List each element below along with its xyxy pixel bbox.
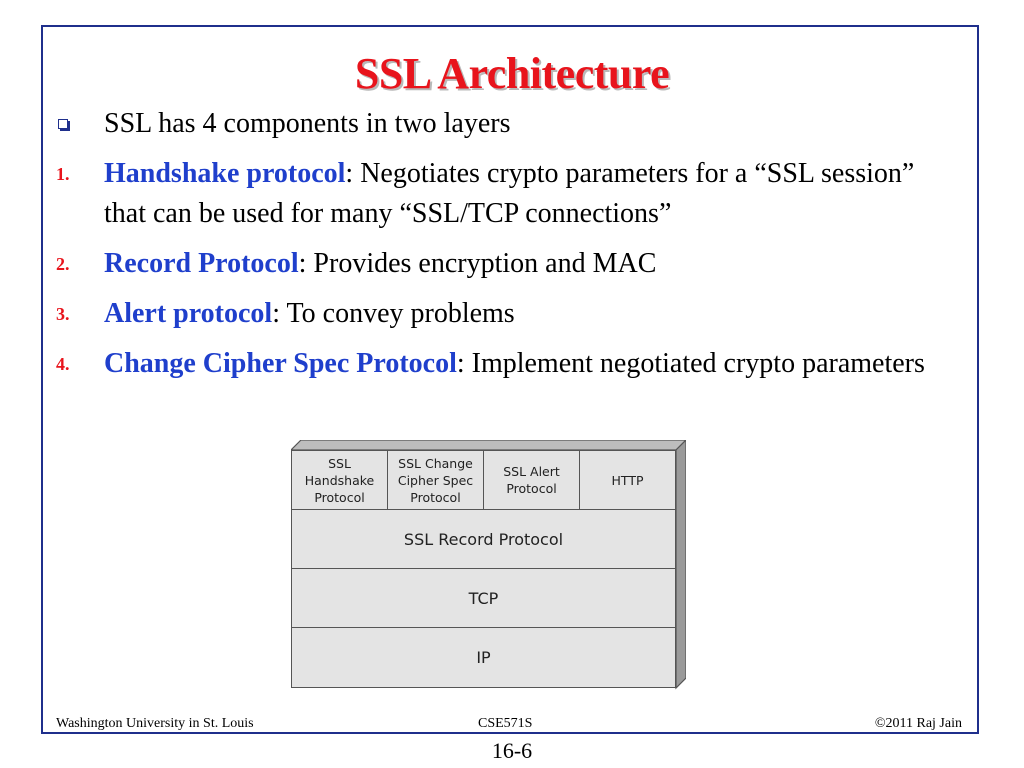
bullet-text: : To convey problems bbox=[272, 298, 515, 329]
bullet-text: : Negotiates crypto parameters for a “SS… bbox=[104, 158, 915, 229]
bullet-item: 3. Alert protocol: To convey problems bbox=[56, 294, 956, 334]
footer-copyright: ©2011 Raj Jain bbox=[874, 716, 962, 731]
layer-ip: IP bbox=[291, 627, 676, 688]
bullet-item: 4. Change Cipher Spec Protocol: Implemen… bbox=[56, 344, 956, 384]
layer-ssl-change-cipher-spec: SSL Change Cipher Spec Protocol bbox=[387, 450, 484, 510]
footer-course: CSE571S bbox=[478, 716, 533, 731]
bullet-number: 1. bbox=[56, 164, 70, 184]
bullet-list: SSL has 4 components in two layers 1. Ha… bbox=[56, 104, 956, 394]
bullet-term: Change Cipher Spec Protocol bbox=[104, 348, 457, 379]
slide-title: SSL Architecture bbox=[354, 49, 670, 98]
bullet-item: 2. Record Protocol: Provides encryption … bbox=[56, 244, 956, 284]
layer-ssl-handshake: SSL Handshake Protocol bbox=[291, 450, 388, 510]
bullet-term: Alert protocol bbox=[104, 298, 273, 329]
layer-tcp: TCP bbox=[291, 568, 676, 628]
footer-institution: Washington University in St. Louis bbox=[56, 716, 254, 731]
bullet-number: 2. bbox=[56, 254, 70, 274]
bullet-number: 3. bbox=[56, 304, 70, 324]
layer-ssl-record: SSL Record Protocol bbox=[291, 509, 676, 569]
bullet-term: Record Protocol bbox=[104, 248, 299, 279]
bullet-item: 1. Handshake protocol: Negotiates crypto… bbox=[56, 154, 956, 234]
layer-ssl-alert: SSL Alert Protocol bbox=[483, 450, 580, 510]
bullet-text: : Provides encryption and MAC bbox=[298, 248, 657, 279]
page-number: 16-6 bbox=[491, 738, 533, 763]
bullet-number: 4. bbox=[56, 354, 70, 374]
bullet-text: SSL has 4 components in two layers bbox=[104, 108, 511, 139]
bullet-term: Handshake protocol bbox=[104, 158, 346, 189]
ssl-protocol-stack-diagram: SSL Handshake Protocol SSL Change Cipher… bbox=[291, 440, 686, 690]
bullet-item: SSL has 4 components in two layers bbox=[56, 104, 956, 144]
slide-frame bbox=[41, 25, 979, 734]
layer-http: HTTP bbox=[579, 450, 676, 510]
square-bullet-icon bbox=[58, 119, 68, 129]
stack-3d-edges bbox=[291, 440, 686, 690]
bullet-text: : Implement negotiated crypto parameters bbox=[456, 348, 925, 379]
